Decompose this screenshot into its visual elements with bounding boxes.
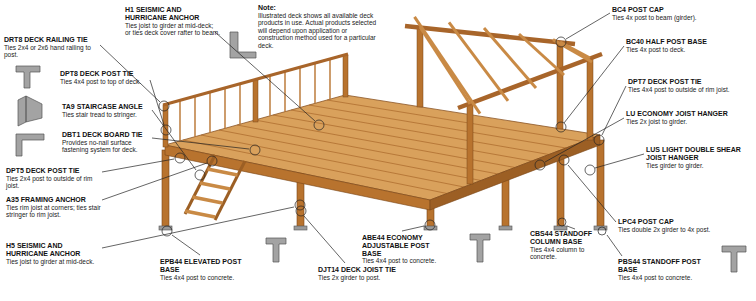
- post-bases: [159, 226, 607, 230]
- part-name: ABE44 ECONOMY ADJUSTABLE POST BASE: [362, 234, 444, 257]
- part-name: DPT8 DECK POST TIE: [60, 70, 150, 78]
- part-description: Ties 4x4 post to outside of rim joist.: [628, 86, 740, 93]
- part-description: Ties joist to girder at mid-deck; or tie…: [125, 22, 220, 37]
- callout-label: BC4 POST CAPTies 4x post to beam (girder…: [612, 6, 707, 21]
- staircase: [185, 155, 245, 220]
- part-description: Ties 4x post to deck.: [626, 46, 731, 53]
- callout-label: Note:Illustrated deck shows all availabl…: [258, 4, 383, 49]
- callout-label: DRT8 DECK RAILING TIETies 2x4 or 2x6 han…: [4, 36, 99, 59]
- part-name: H5 SEISMIC AND HURRICANE ANCHOR: [6, 242, 101, 258]
- callout-label: LPC4 POST CAPTies double 2x girder to 4x…: [618, 218, 718, 233]
- deck-surface: [165, 95, 600, 200]
- part-description: Ties stair tread to stringer.: [62, 111, 152, 118]
- callout-label: EPB44 ELEVATED POST BASETies 4x4 post to…: [160, 258, 255, 281]
- deck-boards: [183, 100, 583, 194]
- part-name: LPC4 POST CAP: [618, 218, 718, 226]
- part-description: Ties 4x4 post to concrete.: [362, 257, 444, 264]
- hardware-icons: [16, 32, 746, 272]
- pergola: [405, 17, 602, 184]
- part-description: Ties 4x4 post to concrete.: [618, 274, 718, 281]
- part-description: Ties 2x joist to girder.: [626, 118, 738, 125]
- part-name: DBT1 DECK BOARD TIE: [62, 131, 152, 139]
- part-description: Ties 4x4 post to top of deck.: [60, 78, 150, 85]
- part-name: Note:: [258, 4, 383, 12]
- leader-lines: [100, 13, 644, 263]
- callout-label: DPT8 DECK POST TIETies 4x4 post to top o…: [60, 70, 150, 85]
- part-name: TA9 STAIRCASE ANGLE: [62, 103, 152, 111]
- part-name: H1 SEISMIC AND HURRICANE ANCHOR: [125, 6, 220, 22]
- part-name: BC40 HALF POST BASE: [626, 38, 731, 46]
- callout-label: ABE44 ECONOMY ADJUSTABLE POST BASETies 4…: [362, 234, 444, 265]
- part-description: Provides no-nail surface fastening syste…: [62, 139, 152, 154]
- part-description: Ties joist to girder at mid-deck.: [6, 258, 101, 265]
- part-name: BC4 POST CAP: [612, 6, 707, 14]
- part-description: Ties 2x4 or 2x6 hand railing to post.: [4, 44, 99, 59]
- callout-label: DPT5 DECK POST TIETies 2x4 post to outsi…: [6, 167, 101, 190]
- part-description: Ties 4x4 column to concrete.: [530, 246, 610, 261]
- part-name: DPT7 DECK POST TIE: [628, 78, 740, 86]
- part-name: DPT5 DECK POST TIE: [6, 167, 101, 175]
- part-description: Ties 4x4 post to concrete.: [160, 274, 255, 281]
- callout-label: LUS LIGHT DOUBLE SHEAR JOIST HANGERTies …: [646, 146, 752, 169]
- callout-label: A35 FRAMING ANCHORTies rim joist at corn…: [6, 196, 101, 219]
- part-description: Ties rim joist at corners; ties stair st…: [6, 204, 101, 219]
- part-name: A35 FRAMING ANCHOR: [6, 196, 101, 204]
- part-name: LU ECONOMY JOIST HANGER: [626, 110, 738, 118]
- callout-label: PBS44 STANDOFF POST BASETies 4x4 post to…: [618, 258, 718, 281]
- callout-label: DPT7 DECK POST TIETies 4x4 post to outsi…: [628, 78, 740, 93]
- part-name: CBS44 STANDOFF COLUMN BASE: [530, 230, 610, 246]
- part-name: LUS LIGHT DOUBLE SHEAR JOIST HANGER: [646, 146, 752, 162]
- callout-label: LU ECONOMY JOIST HANGERTies 2x joist to …: [626, 110, 738, 125]
- part-description: Ties 2x girder to post.: [318, 274, 406, 281]
- part-name: EPB44 ELEVATED POST BASE: [160, 258, 255, 274]
- part-description: Ties double 2x girder to 4x post.: [618, 226, 718, 233]
- part-description: Ties 2x4 post to outside of rim joist.: [6, 175, 101, 190]
- part-description: Illustrated deck shows all available dec…: [258, 12, 383, 49]
- part-description: Ties 4x post to beam (girder).: [612, 14, 707, 21]
- part-description: Ties girder to girder.: [646, 162, 752, 169]
- callout-label: TA9 STAIRCASE ANGLETies stair tread to s…: [62, 103, 152, 118]
- callout-label: BC40 HALF POST BASETies 4x post to deck.: [626, 38, 731, 53]
- callout-label: H5 SEISMIC AND HURRICANE ANCHORTies jois…: [6, 242, 101, 265]
- callout-label: H1 SEISMIC AND HURRICANE ANCHORTies jois…: [125, 6, 220, 37]
- callout-label: CBS44 STANDOFF COLUMN BASETies 4x4 colum…: [530, 230, 610, 261]
- callout-label: DBT1 DECK BOARD TIEProvides no-nail surf…: [62, 131, 152, 154]
- part-name: DRT8 DECK RAILING TIE: [4, 36, 99, 44]
- callout-label: DJT14 DECK JOIST TIETies 2x girder to po…: [318, 266, 406, 281]
- part-name: PBS44 STANDOFF POST BASE: [618, 258, 718, 274]
- part-name: DJT14 DECK JOIST TIE: [318, 266, 406, 274]
